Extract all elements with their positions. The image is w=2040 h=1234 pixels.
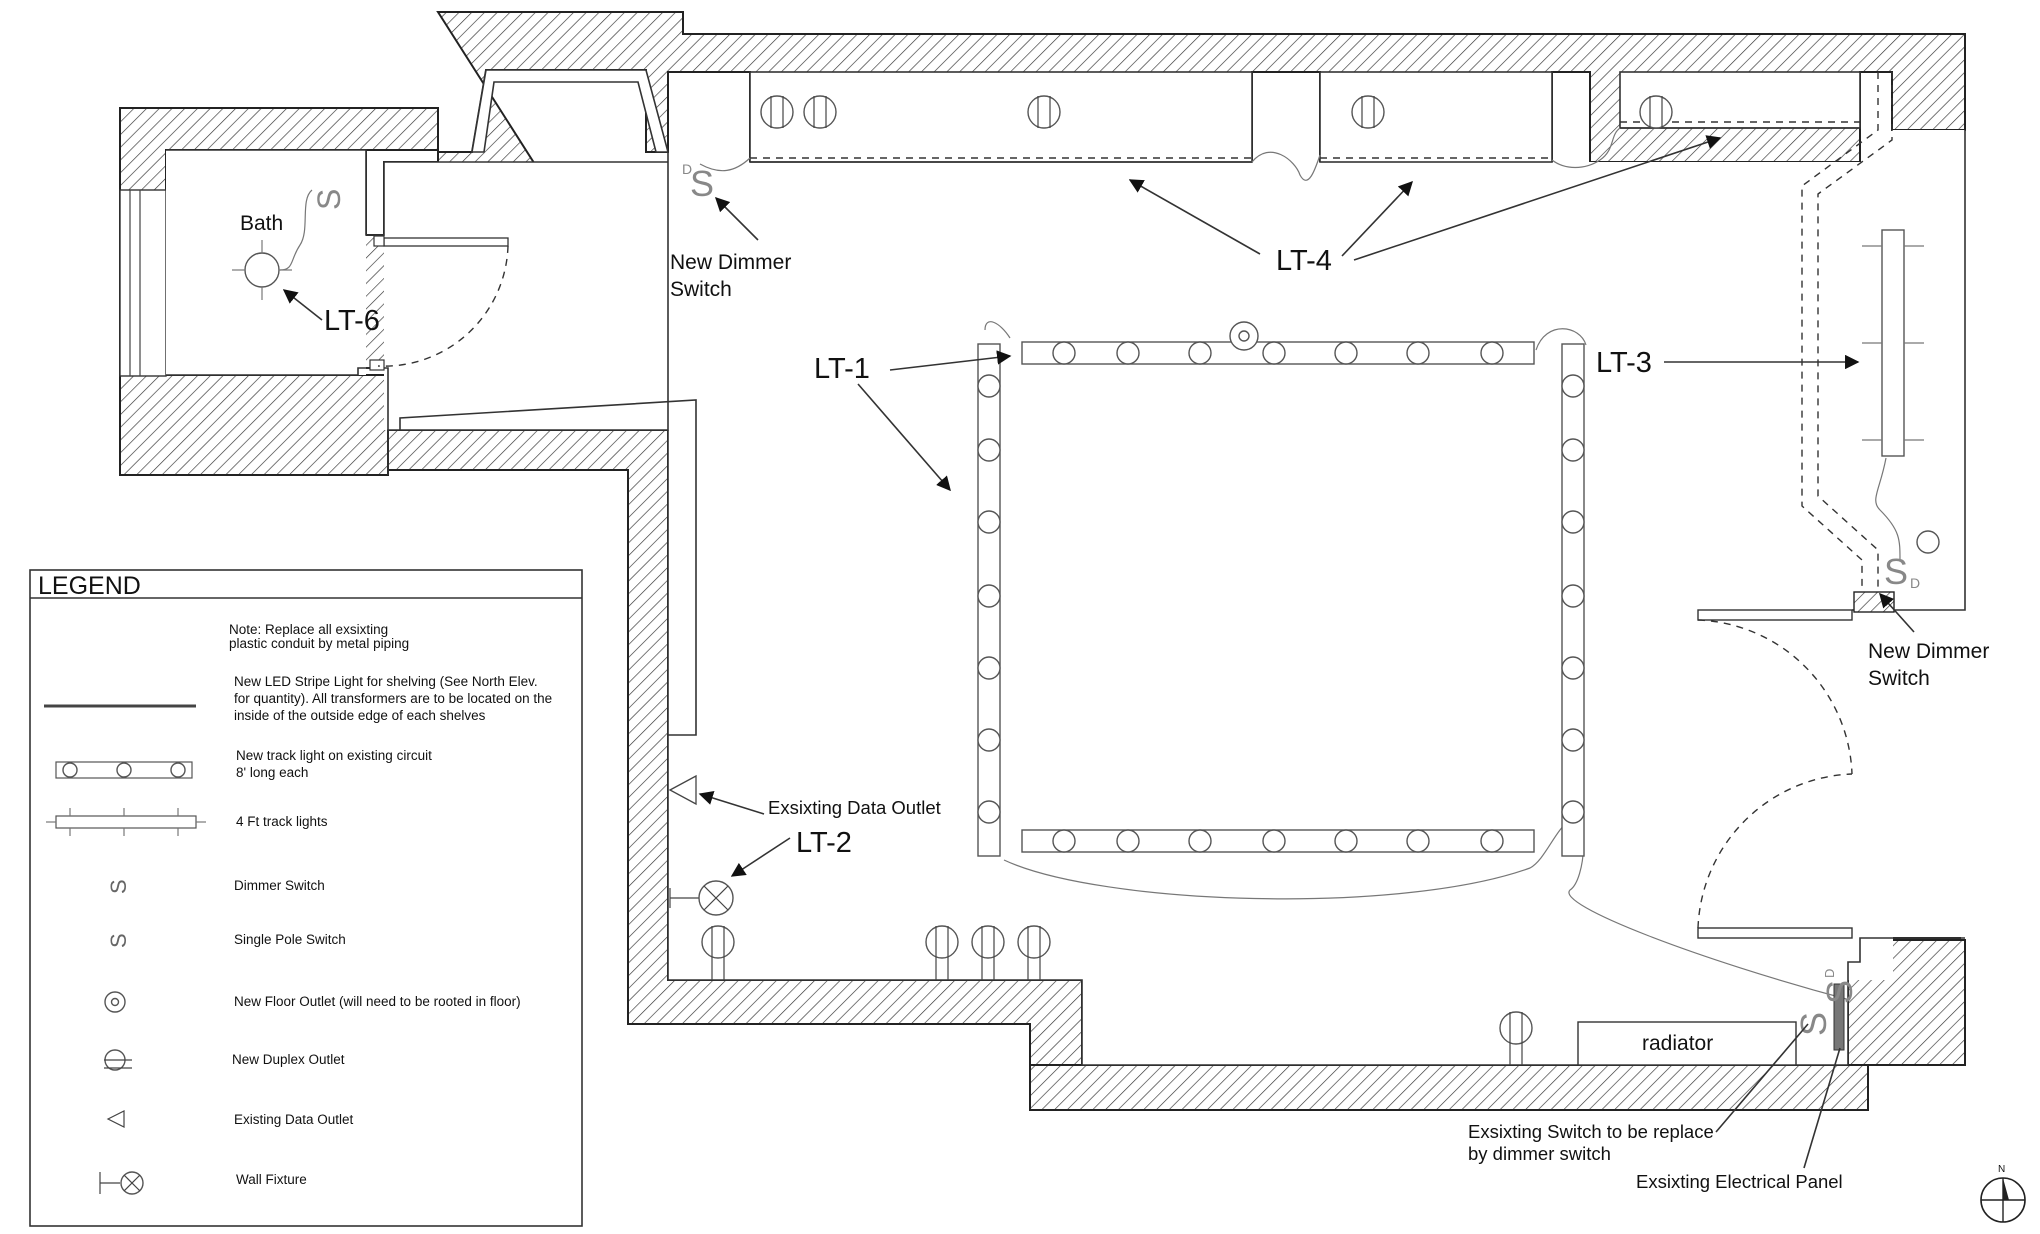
wall-fixture-lt2 xyxy=(669,880,734,916)
data-outlet-symbol xyxy=(668,774,697,806)
track-lights-lt1 xyxy=(977,341,1585,857)
legend-note-2: plastic conduit by metal piping xyxy=(229,636,409,651)
legend: LEGEND Note: Replace all exsixting plast… xyxy=(29,569,583,1227)
track-light-lt3 xyxy=(1862,229,1924,457)
radiator-label: radiator xyxy=(1642,1032,1713,1055)
callout-switch-replace-1: Exsixting Switch to be replace xyxy=(1468,1121,1714,1142)
bath-window xyxy=(119,189,167,377)
window-bay xyxy=(471,69,670,153)
legend-4ft: 4 Ft track lights xyxy=(236,814,328,829)
legend-led-1: New LED Stripe Light for shelving (See N… xyxy=(234,674,538,689)
legend-duplex-symbol xyxy=(104,1049,132,1071)
bath-ceiling-light xyxy=(232,240,292,300)
dimmer-switch-top-symbol: S xyxy=(690,163,714,204)
radiator xyxy=(1577,1021,1797,1066)
north-label: N xyxy=(1998,1164,2005,1175)
legend-dimmer: Dimmer Switch xyxy=(234,878,325,893)
legend-box xyxy=(29,569,583,1227)
callout-switch-replace-2: by dimmer switch xyxy=(1468,1143,1611,1164)
shelf-duplex-outlets xyxy=(760,95,1673,129)
legend-floor-outlet-symbol xyxy=(104,991,126,1013)
callout-new-dimmer-right-1: New Dimmer xyxy=(1868,640,1989,663)
tag-lt2: LT-2 xyxy=(796,827,852,859)
legend-track-1: New track light on existing circuit xyxy=(236,748,432,763)
tag-lt4: LT-4 xyxy=(1276,245,1332,277)
legend-single-pole: Single Pole Switch xyxy=(234,932,346,947)
north-arrow: N xyxy=(1980,1164,2026,1223)
legend-led-2: for quantity). All transformers are to b… xyxy=(234,691,552,706)
legend-track-symbol xyxy=(55,761,193,779)
callout-new-dimmer-top-2: Switch xyxy=(670,278,732,301)
callout-data-outlet: Exsixting Data Outlet xyxy=(768,797,941,818)
legend-single-pole-symbol: S xyxy=(106,933,131,948)
existing-dimmer-sub: D xyxy=(1822,969,1837,978)
tag-lt6: LT-6 xyxy=(324,305,380,337)
legend-4ft-symbol xyxy=(46,808,206,836)
leader-arrows xyxy=(282,135,1915,1169)
callout-new-dimmer-top-1: New Dimmer xyxy=(670,251,791,274)
legend-data-outlet-symbol xyxy=(106,1110,125,1128)
callout-electrical-panel: Exsixting Electrical Panel xyxy=(1636,1171,1843,1192)
dimmer-switch-east-symbol: S xyxy=(1884,551,1908,592)
legend-title: LEGEND xyxy=(38,572,141,600)
legend-data-outlet: Existing Data Outlet xyxy=(234,1112,354,1127)
legend-wall-fixture: Wall Fixture xyxy=(236,1172,307,1187)
east-floor-circle xyxy=(1916,530,1940,554)
legend-wall-fixture-symbol xyxy=(99,1171,144,1195)
bath-switch-symbol: S xyxy=(311,189,347,210)
floor-outlet xyxy=(1229,321,1259,351)
legend-note-1: Note: Replace all exsixting xyxy=(229,622,388,637)
callout-new-dimmer-right-2: Switch xyxy=(1868,667,1930,690)
shelves xyxy=(749,71,1861,163)
legend-floor-outlet: New Floor Outlet (will need to be rooted… xyxy=(234,994,521,1009)
dimmer-switch-east-sub: D xyxy=(1910,575,1920,591)
existing-dimmer-symbol: S xyxy=(1819,980,1860,1004)
legend-dimmer-symbol: S xyxy=(106,879,131,894)
tag-lt1: LT-1 xyxy=(814,353,870,385)
legend-duplex: New Duplex Outlet xyxy=(232,1052,345,1067)
tag-lt3: LT-3 xyxy=(1596,347,1652,379)
bath-label: Bath xyxy=(240,212,283,235)
door-swings xyxy=(377,245,1853,929)
existing-switch-symbol: S xyxy=(1793,1012,1834,1036)
legend-led-3: inside of the outside edge of each shelv… xyxy=(234,708,486,723)
dimmer-switch-top-sub: D xyxy=(682,161,692,177)
legend-track-2: 8' long each xyxy=(236,765,308,780)
south-duplex-outlets xyxy=(701,925,1533,1065)
